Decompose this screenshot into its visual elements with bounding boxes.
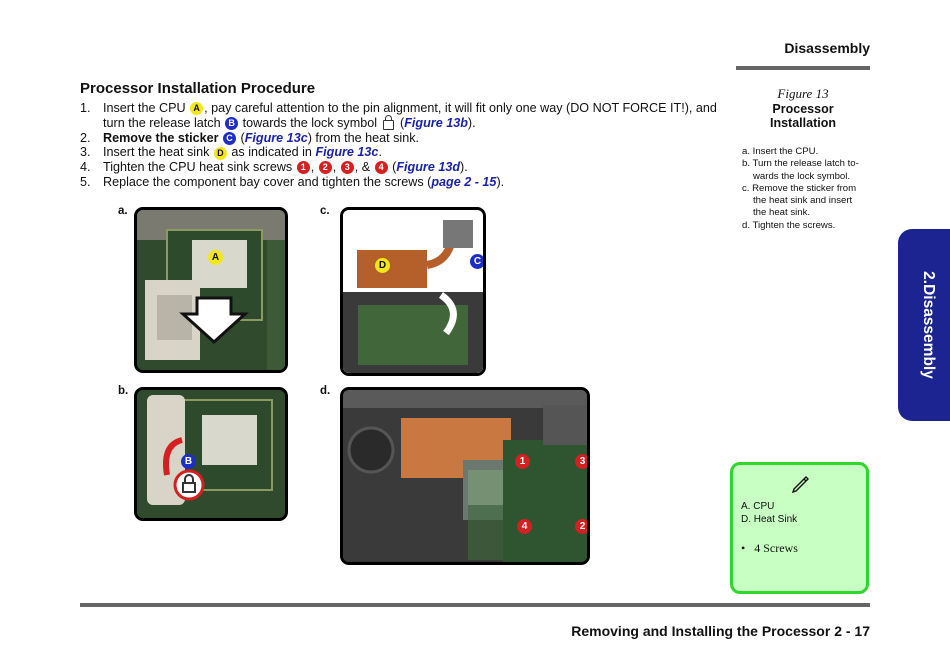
pen-icon [791, 476, 811, 499]
step-text: , pay careful attention to the pin align… [103, 101, 717, 130]
header-section-title: Disassembly [784, 40, 870, 56]
step-text: ). [496, 174, 505, 189]
step-number: 1. [80, 101, 91, 115]
figure-name-line2: Installation [770, 116, 836, 130]
note-item-cpu: A. CPU [741, 501, 775, 512]
step-text: towards the lock symbol [242, 115, 378, 130]
note-box: A. CPU D. Heat Sink • 4 Screws [730, 462, 869, 594]
photo-label-b: b. [118, 385, 129, 397]
figure-notes: a. Insert the CPU. b. Turn the release l… [742, 146, 866, 232]
step-text: Remove the sticker [103, 130, 219, 145]
figure-13c-link[interactable]: Figure 13c [244, 130, 308, 145]
photo-d-tighten-screws: 1 3 4 2 [340, 387, 590, 565]
photo-badge-3: 3 [575, 454, 587, 469]
page-2-15-link[interactable]: page 2 - 15 [431, 174, 497, 189]
photo-label-c: c. [320, 205, 330, 217]
photo-badge-1: 1 [515, 454, 530, 469]
step-2: 2. Remove the sticker C (Figure 13c) fro… [80, 130, 419, 145]
photo-c-heat-sink: D C [340, 207, 486, 376]
photo-badge-a: A [208, 250, 223, 265]
figure-note: a. Insert the CPU. [742, 146, 819, 157]
step-text: ) from the heat sink. [307, 130, 419, 145]
photo-label-d: d. [320, 385, 331, 397]
photo-badge-c: C [470, 254, 483, 269]
footer-text: Removing and Installing the Processor 2 … [571, 623, 870, 639]
figure-13c-link[interactable]: Figure 13c [315, 145, 379, 160]
ampersand: & [361, 160, 371, 175]
step-1: 1. Insert the CPU A, pay careful attenti… [80, 101, 717, 131]
photo-badge-4: 4 [517, 519, 532, 534]
step-number: 2. [80, 130, 91, 145]
photo-badge-b: B [181, 454, 196, 469]
step-text: Insert the heat sink [103, 145, 210, 160]
figure-note: d. Tighten the screws. [742, 219, 836, 231]
step-text: Replace the component bay cover and tigh… [103, 174, 432, 189]
step-text: Tighten the CPU heat sink screws [103, 160, 293, 175]
figure-note: b. Turn the release latch to-wards the l… [742, 158, 859, 182]
photo-badge-d: D [375, 258, 390, 273]
photo-label-a: a. [118, 205, 128, 217]
step-text: ). [467, 115, 476, 130]
figure-13b-link[interactable]: Figure 13b [404, 115, 468, 130]
note-bullet: • [741, 541, 746, 555]
procedure-title: Processor Installation Procedure [80, 80, 316, 97]
chapter-tab[interactable]: 2.Disassembly [898, 229, 950, 421]
figure-caption: Figure 13 Processor Installation [736, 86, 870, 130]
step-text: Insert the CPU [103, 101, 186, 115]
photo-badge-2: 2 [575, 519, 587, 534]
step-text: . [378, 145, 382, 160]
photo-a-insert-cpu: A [134, 207, 288, 373]
badge-1: 1 [296, 161, 310, 175]
step-number: 5. [80, 174, 91, 189]
step-4: 4. Tighten the CPU heat sink screws 1, 2… [80, 160, 468, 175]
figure-13d-link[interactable]: Figure 13d [396, 160, 461, 175]
badge-d: D [213, 146, 227, 160]
footer-rule [80, 603, 870, 607]
step-number: 4. [80, 160, 91, 175]
badge-3: 3 [340, 161, 354, 175]
note-item-heat-sink: D. Heat Sink [741, 513, 798, 525]
figure-name-line1: Processor [772, 102, 834, 116]
step-3: 3. Insert the heat sink D as indicated i… [80, 145, 730, 160]
step-5: 5. Replace the component bay cover and t… [80, 175, 730, 190]
badge-2: 2 [318, 161, 332, 175]
badge-4: 4 [374, 161, 388, 175]
lock-icon [383, 115, 395, 131]
note-screws-text: 4 Screws [754, 541, 798, 555]
procedure-steps: 1. Insert the CPU A, pay careful attenti… [80, 101, 730, 190]
figure-number: Figure 13 [777, 86, 829, 101]
header-rule [736, 66, 870, 70]
figure-note: c. Remove the sticker from the heat sink… [742, 182, 857, 219]
step-number: 3. [80, 145, 91, 160]
step-text: ). [460, 160, 468, 175]
badge-b: B [225, 116, 239, 130]
badge-a: A [190, 102, 204, 116]
badge-c: C [223, 131, 236, 145]
step-text: as indicated in [231, 145, 312, 160]
note-screws: • 4 Screws [741, 541, 798, 556]
note-legend: A. CPU D. Heat Sink [741, 501, 797, 526]
chapter-tab-label: 2.Disassembly [920, 271, 937, 379]
photo-b-release-latch: B [134, 387, 288, 521]
